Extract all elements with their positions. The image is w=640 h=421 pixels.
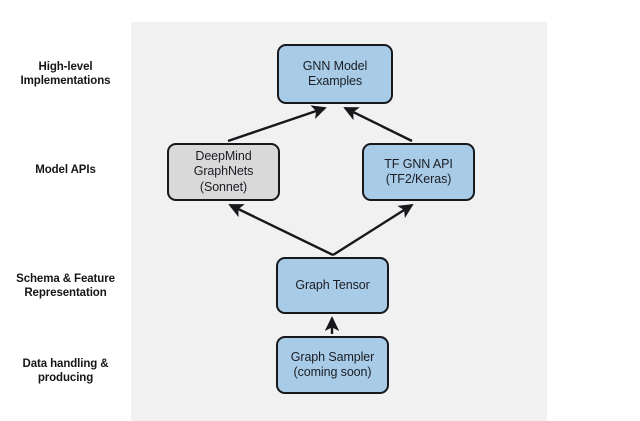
stage-label-model-apis: Model APIs [35, 164, 96, 176]
node-gnn-model-examples[interactable]: GNN Model Examples [277, 44, 393, 104]
node-tf-gnn-api[interactable]: TF GNN API (TF2/Keras) [362, 143, 475, 201]
stage-label-schema-feature-representation: Schema & Feature Representation [16, 273, 115, 299]
node-graph-tensor[interactable]: Graph Tensor [276, 257, 389, 314]
stage-label-high-level-implementations: High-level Implementations [20, 61, 111, 87]
node-deepmind-graphnets[interactable]: DeepMind GraphNets (Sonnet) [167, 143, 280, 201]
node-graph-sampler[interactable]: Graph Sampler (coming soon) [276, 336, 389, 394]
stage-label-data-handling-producing: Data handling & producing [22, 358, 109, 384]
